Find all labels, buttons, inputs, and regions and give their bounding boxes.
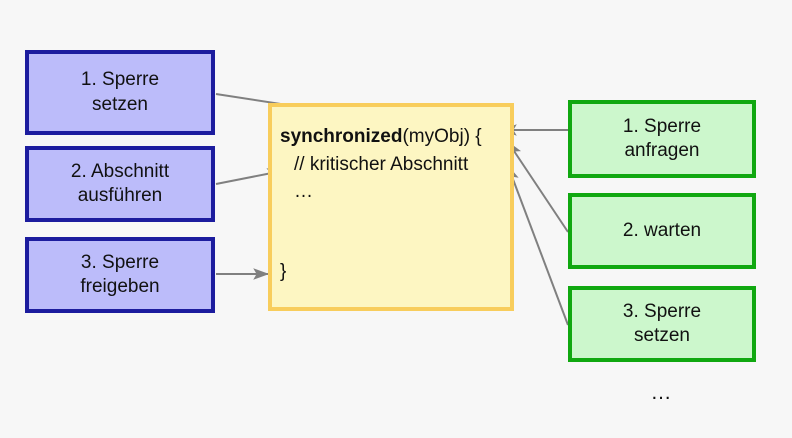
lock-box-wait[interactable]: 2. warten (568, 193, 756, 269)
step-box-lock-release[interactable]: 3. Sperre freigeben (25, 237, 215, 313)
step-box-section-execute[interactable]: 2. Abschnitt ausführen (25, 146, 215, 222)
arrow-lock-acquire-to-block-entry (507, 164, 569, 326)
step-box-section-execute-line1: 2. Abschnitt (70, 160, 170, 182)
lock-box-lock-request[interactable]: 1. Sperre anfragen (568, 100, 756, 178)
step-box-lock-release-line2: freigeben (80, 276, 160, 297)
code-spacer (280, 206, 510, 258)
code-keyword-synchronized: synchronized (280, 126, 403, 147)
code-line-comment: // kritischer Abschnitt (294, 153, 469, 175)
lock-box-lock-request-line2: anfragen (624, 140, 700, 161)
lock-box-lock-request-line1: 1. Sperre (622, 115, 702, 137)
lock-box-wait-line1: 2. warten (622, 219, 702, 241)
lock-box-lock-acquire-line1: 3. Sperre (622, 300, 702, 322)
code-line-synchronized: synchronized(myObj) { (280, 123, 510, 151)
lock-box-lock-acquire[interactable]: 3. Sperre setzen (568, 286, 756, 362)
code-block-synchronized[interactable]: synchronized(myObj) { // kritischer Absc… (268, 103, 514, 311)
step-box-lock-set[interactable]: 1. Sperre setzen (25, 50, 215, 135)
step-box-section-execute-line2: ausführen (77, 185, 163, 206)
step-box-lock-set-line1: 1. Sperre (80, 69, 160, 91)
step-box-lock-release-line1: 3. Sperre (80, 251, 160, 273)
lock-column-trailing-ellipsis: … (650, 381, 674, 404)
code-line-closing-brace: } (280, 260, 287, 282)
arrow-wait-to-block-entry (507, 141, 569, 233)
step-box-lock-set-line2: setzen (92, 93, 148, 115)
lock-box-lock-acquire-line2: setzen (634, 325, 690, 346)
code-line-ellipsis: … (294, 181, 313, 203)
code-signature: (myObj) { (402, 126, 482, 147)
